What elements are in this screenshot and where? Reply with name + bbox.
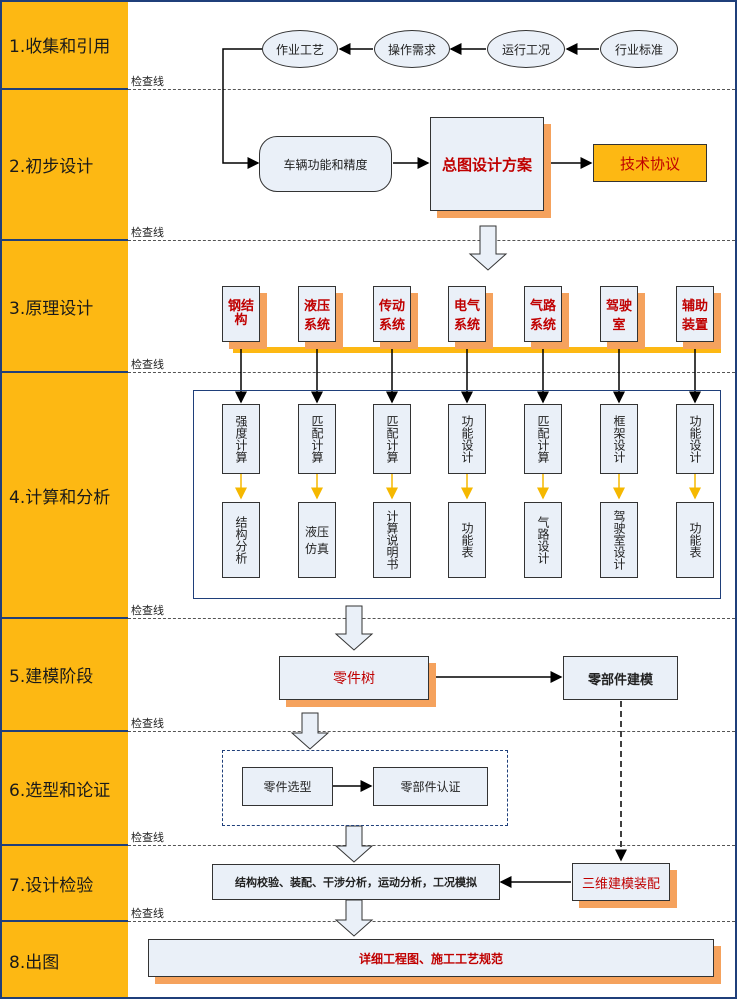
principle-hydraulic: 液压系统 <box>298 286 336 342</box>
calc-top-7: 功能设计 <box>676 404 714 474</box>
principle-auxiliary: 辅助装置 <box>676 286 714 342</box>
principle-cab: 驾驶室 <box>600 286 638 342</box>
calc-top-4: 功能设计 <box>448 404 486 474</box>
ellipse-operating-conditions: 运行工况 <box>487 30 565 68</box>
stage-label: 4.计算和分析 <box>9 487 111 508</box>
ellipse-industry-standard: 行业标准 <box>600 30 678 68</box>
stage-label: 5.建模阶段 <box>9 667 94 687</box>
calc-bottom-5: 气路设计 <box>524 502 562 578</box>
divider <box>128 731 735 732</box>
checkline-label: 检查线 <box>131 75 164 88</box>
stage-4: 4.计算和分析 <box>0 372 128 618</box>
stage-label: 1.收集和引用 <box>9 37 111 57</box>
divider <box>128 921 735 922</box>
checkline-label: 检查线 <box>131 358 164 371</box>
ellipse-work-process: 作业工艺 <box>262 30 338 68</box>
calc-top-2: 匹配计算 <box>298 404 336 474</box>
stage-5: 5.建模阶段 <box>0 618 128 731</box>
part-tree-box: 零件树 <box>279 656 429 700</box>
calc-frame <box>193 390 721 599</box>
checkline-label: 检查线 <box>131 604 164 617</box>
stage-label: 6.选型和论证 <box>9 780 111 801</box>
calc-top-5: 匹配计算 <box>524 404 562 474</box>
calc-bottom-6: 驾驶室设计 <box>600 502 638 578</box>
stage-label: 3.原理设计 <box>9 298 94 319</box>
divider <box>128 89 735 90</box>
divider <box>128 845 735 846</box>
calc-bottom-7: 功能表 <box>676 502 714 578</box>
part-certification-box: 零部件认证 <box>373 767 488 806</box>
principle-pneumatic: 气路系统 <box>524 286 562 342</box>
calc-top-1: 强度计算 <box>222 404 260 474</box>
stage-label: 8.出图 <box>9 952 60 973</box>
stage-1: 1.收集和引用 <box>0 0 128 89</box>
calc-bottom-3: 计算说明书 <box>373 502 411 578</box>
stage-3: 3.原理设计 <box>0 240 128 372</box>
checkline-label: 检查线 <box>131 907 164 920</box>
divider <box>128 240 735 241</box>
stage-6: 6.选型和论证 <box>0 731 128 845</box>
calc-bottom-1: 结构分析 <box>222 502 260 578</box>
calc-top-6: 框架设计 <box>600 404 638 474</box>
tech-agreement-box: 技术协议 <box>593 144 707 182</box>
divider <box>128 618 735 619</box>
checkline-label: 检查线 <box>131 717 164 730</box>
drawing-box: 详细工程图、施工工艺规范 <box>148 939 714 977</box>
verify-box: 结构校验、装配、干涉分析，运动分析，工况模拟 <box>212 864 500 900</box>
principle-transmission: 传动系统 <box>373 286 411 342</box>
part-modeling-box: 零部件建模 <box>563 656 678 700</box>
ellipse-operation-needs: 操作需求 <box>374 30 450 68</box>
part-selection-box: 零件选型 <box>242 767 333 806</box>
stage-label: 2.初步设计 <box>9 157 94 177</box>
assembly-box: 三维建模装配 <box>572 863 670 901</box>
calc-bottom-4: 功能表 <box>448 502 486 578</box>
checkline-label: 检查线 <box>131 226 164 239</box>
stage-2: 2.初步设计 <box>0 89 128 240</box>
stage-label: 7.设计检验 <box>9 875 94 896</box>
general-layout-box: 总图设计方案 <box>430 117 544 211</box>
stage-8: 8.出图 <box>0 921 128 999</box>
principle-electrical: 电气系统 <box>448 286 486 342</box>
calc-top-3: 匹配计算 <box>373 404 411 474</box>
selection-frame <box>222 750 508 826</box>
checkline-label: 检查线 <box>131 831 164 844</box>
calc-bottom-2: 液压仿真 <box>298 502 336 578</box>
vehicle-function-box: 车辆功能和精度 <box>259 136 392 192</box>
divider <box>128 372 735 373</box>
principle-steel: 钢结构 <box>222 286 260 342</box>
